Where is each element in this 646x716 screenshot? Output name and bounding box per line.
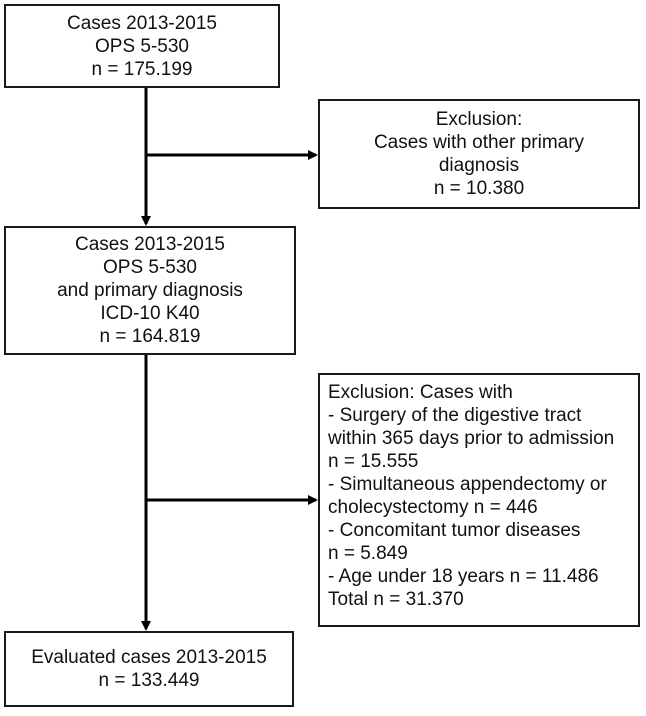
exclusion-other-diagnosis-line: Exclusion: bbox=[435, 109, 523, 130]
box-cases-ops-line: OPS 5-530 bbox=[95, 35, 189, 57]
box-cases-ops: Cases 2013-2015 OPS 5-530 n = 175.199 bbox=[4, 4, 280, 88]
box-cases-primary-diagnosis-line: n = 164.819 bbox=[99, 326, 201, 347]
box-evaluated-cases-line: Evaluated cases 2013-2015 bbox=[31, 647, 267, 668]
exclusion-criteria-line: cholecystectomy n = 446 bbox=[328, 497, 538, 518]
box-exclusion-criteria-list: Exclusion: Cases with - Surgery of the d… bbox=[318, 373, 640, 627]
box-cases-ops-line: n = 175.199 bbox=[91, 58, 193, 80]
box-cases-primary-diagnosis: Cases 2013-2015 OPS 5-530 and primary di… bbox=[4, 226, 296, 355]
box-cases-primary-diagnosis-line: and primary diagnosis bbox=[57, 280, 243, 301]
exclusion-criteria-line: - Surgery of the digestive tract bbox=[328, 405, 582, 426]
exclusion-criteria-line: within 365 days prior to admission bbox=[328, 428, 615, 449]
exclusion-criteria-line: - Age under 18 years n = 11.486 bbox=[328, 566, 599, 587]
exclusion-other-diagnosis-line: diagnosis bbox=[438, 155, 520, 176]
exclusion-criteria-line: n = 5.849 bbox=[328, 543, 408, 564]
box-cases-ops-line: Cases 2013-2015 bbox=[67, 12, 217, 34]
exclusion-criteria-line: - Concomitant tumor diseases bbox=[328, 520, 581, 541]
exclusion-criteria-line: - Simultaneous appendectomy or bbox=[328, 474, 607, 495]
box-evaluated-cases: Evaluated cases 2013-2015 n = 133.449 bbox=[4, 631, 294, 707]
exclusion-criteria-line: Exclusion: Cases with bbox=[328, 382, 513, 403]
exclusion-criteria-line: n = 15.555 bbox=[328, 451, 419, 472]
box-cases-primary-diagnosis-line: OPS 5-530 bbox=[103, 257, 197, 278]
exclusion-other-diagnosis-line: Cases with other primary bbox=[373, 132, 585, 153]
box-exclusion-other-diagnosis: Exclusion: Cases with other primary diag… bbox=[318, 99, 640, 209]
box-cases-primary-diagnosis-line: ICD-10 K40 bbox=[100, 303, 200, 324]
box-evaluated-cases-line: n = 133.449 bbox=[98, 670, 200, 691]
exclusion-other-diagnosis-line: n = 10.380 bbox=[433, 178, 525, 199]
exclusion-criteria-line: Total n = 31.370 bbox=[328, 589, 464, 610]
box-cases-primary-diagnosis-line: Cases 2013-2015 bbox=[75, 234, 225, 255]
